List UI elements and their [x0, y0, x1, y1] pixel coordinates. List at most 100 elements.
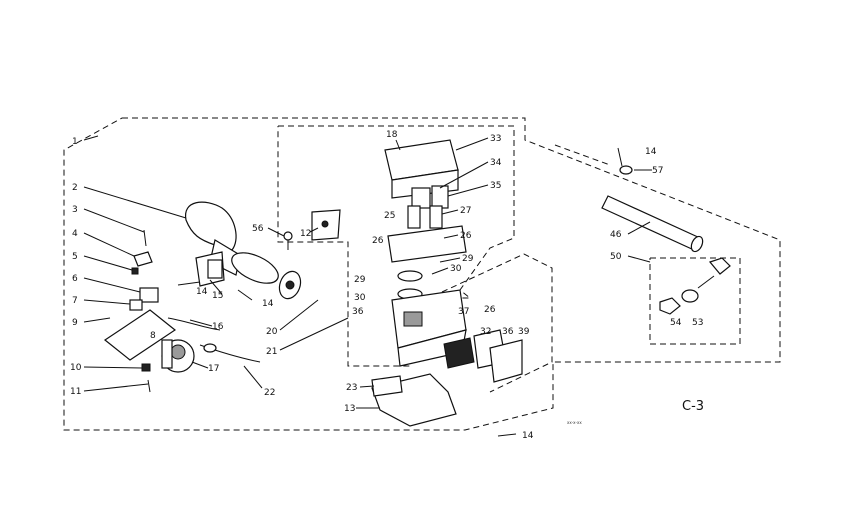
burner-tube	[231, 252, 279, 284]
callout-56: 56	[252, 224, 264, 234]
leader-27	[441, 209, 459, 215]
dash-connector-upper	[554, 144, 611, 166]
callout-17: 17	[208, 364, 219, 374]
callout-30a: 30	[354, 293, 366, 303]
plunger-35	[431, 185, 449, 209]
callout-26a: 26	[372, 236, 384, 246]
callout-21: 21	[266, 347, 277, 357]
leader-7	[83, 299, 131, 305]
callout-22: 22	[264, 388, 275, 398]
assembly-boundaries	[63, 117, 781, 431]
leader-12	[309, 227, 319, 233]
callout-37: 37	[458, 307, 469, 317]
tube-assembly	[497, 147, 731, 437]
valve-assembly	[371, 139, 523, 427]
leader-23	[359, 385, 375, 388]
stem-25	[407, 205, 421, 229]
leader-56	[267, 227, 285, 237]
bracket-plate	[207, 259, 223, 279]
callout-39: 39	[518, 327, 530, 337]
tube-46-end	[690, 235, 704, 253]
callout-34: 34	[490, 158, 502, 168]
leader-21	[279, 317, 349, 351]
callout-20: 20	[266, 327, 278, 337]
burner-orifice	[285, 280, 295, 290]
leader-46	[627, 221, 651, 235]
callout-1: 1	[72, 137, 78, 147]
callout-53: 53	[692, 318, 703, 328]
callout-50: 50	[610, 252, 622, 262]
diagram-tiny-code: xx-x-xx	[567, 420, 582, 425]
callout-46: 46	[610, 230, 622, 240]
gasket-plate	[387, 225, 467, 263]
leader-26a	[443, 234, 459, 239]
callout-labels: 1 2 3 4 5 6 7 8 9 10 11 12 13 14 14 14 1…	[70, 130, 703, 441]
control-knob-center	[170, 344, 186, 360]
callout-26c: 26	[484, 305, 496, 315]
clip-5	[131, 267, 139, 275]
leader-6	[83, 277, 141, 293]
callout-12: 12	[300, 229, 311, 239]
stem-27	[429, 205, 443, 229]
callout-16: 16	[212, 322, 224, 332]
o-ring-29	[397, 270, 423, 282]
leader-33	[455, 137, 489, 151]
solenoid-32	[443, 337, 475, 369]
clip-4	[133, 251, 153, 267]
callout-18: 18	[386, 130, 398, 140]
plunger-34	[411, 187, 431, 209]
callout-11: 11	[70, 387, 81, 397]
callout-7: 7	[72, 296, 78, 306]
connector-7	[129, 299, 143, 311]
leader-29b	[439, 257, 461, 263]
mounting-plate	[103, 309, 177, 361]
leader-lines	[83, 135, 652, 409]
callout-30b: 30	[450, 264, 462, 274]
callout-35: 35	[490, 181, 501, 191]
callout-5: 5	[72, 252, 78, 262]
nut-10	[141, 363, 151, 372]
leader-11	[83, 383, 149, 392]
callout-29a: 29	[354, 275, 366, 285]
callout-57: 57	[652, 166, 663, 176]
callout-33: 33	[490, 134, 501, 144]
screw-14-bottom	[497, 433, 517, 437]
gasket-12-hole	[321, 220, 329, 228]
screw-11	[147, 379, 151, 393]
callout-14d: 14	[522, 431, 534, 441]
wing-nut	[708, 257, 731, 275]
leader-9	[83, 317, 111, 323]
burner-bulb	[185, 201, 237, 251]
callout-4: 4	[72, 229, 78, 239]
leader-50	[627, 255, 651, 263]
leader-3	[83, 208, 145, 233]
pilot-fitting	[203, 343, 217, 353]
leader-15	[209, 279, 223, 295]
connector-6	[139, 287, 159, 303]
leader-35	[447, 184, 489, 197]
callout-14a: 14	[196, 287, 208, 297]
callout-54: 54	[670, 318, 682, 328]
screw-56	[283, 231, 293, 241]
callout-14b: 14	[262, 299, 274, 309]
screw-14-right	[617, 147, 623, 167]
callout-36a: 36	[352, 307, 364, 317]
thermocouple-wire	[167, 317, 221, 331]
tube-lead	[697, 275, 715, 289]
leader-34	[439, 161, 489, 189]
callout-3: 3	[72, 205, 78, 215]
fitting-57	[619, 165, 633, 175]
callout-10: 10	[70, 363, 82, 373]
leader-30b	[431, 267, 449, 275]
callout-15: 15	[212, 291, 223, 301]
callout-27: 27	[460, 206, 471, 216]
leader-22	[243, 365, 263, 389]
fitting-53	[681, 289, 699, 303]
bracket-boundary	[441, 253, 553, 393]
screw-14-left	[177, 281, 201, 286]
leader-5	[83, 255, 133, 271]
leader-17	[191, 361, 209, 369]
callout-14c: 14	[645, 147, 657, 157]
leader-2	[83, 186, 187, 219]
